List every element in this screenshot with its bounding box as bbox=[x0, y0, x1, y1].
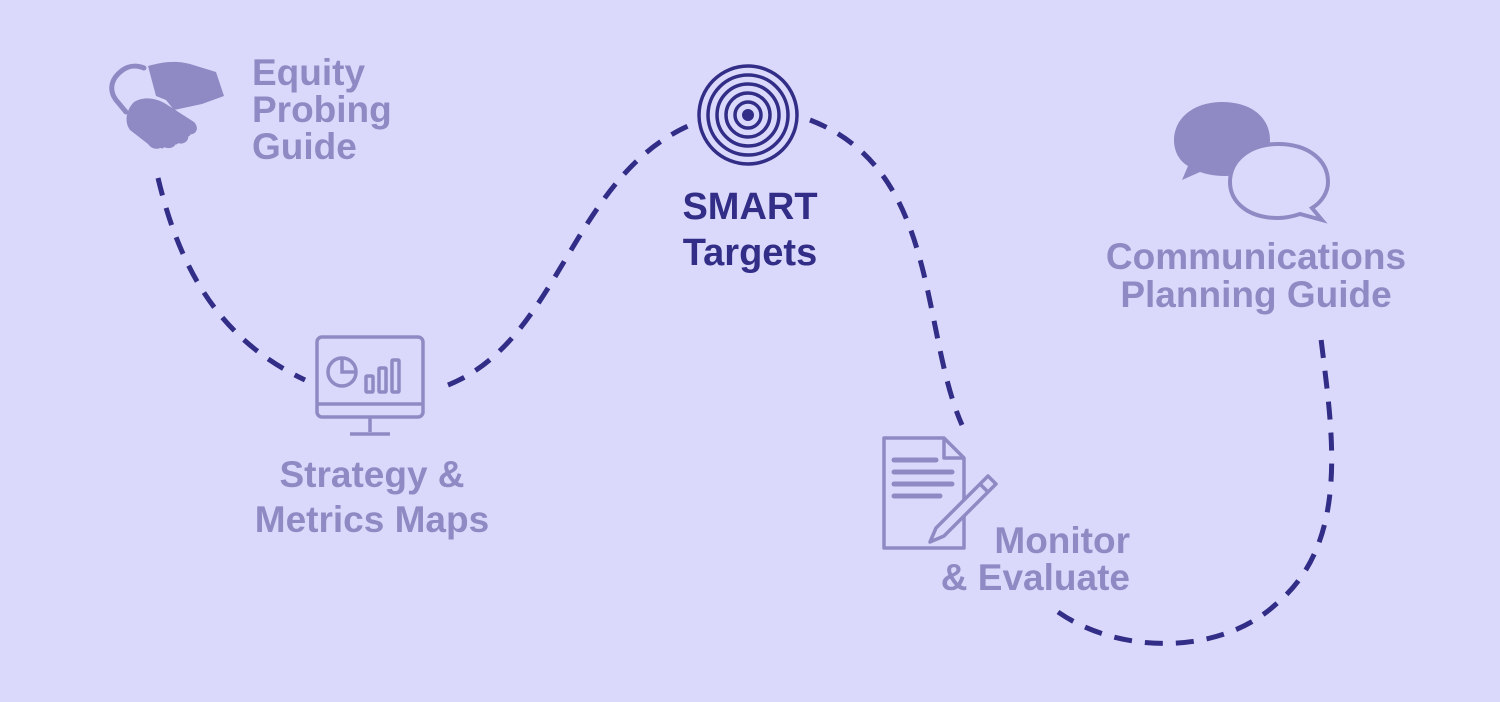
step-label-line: Monitor bbox=[994, 520, 1130, 561]
step-label-line: Planning Guide bbox=[1120, 274, 1392, 315]
step-label-line: Guide bbox=[252, 126, 357, 167]
handshake-icon bbox=[109, 61, 224, 149]
step-label-equity: Equity Probing Guide bbox=[252, 54, 392, 165]
path-segment-strategy-smart bbox=[447, 123, 690, 388]
path-segment-smart-monitor bbox=[809, 117, 965, 427]
speech-bubbles-icon bbox=[1174, 102, 1331, 224]
monitor-chart-icon bbox=[315, 335, 425, 436]
step-label-comms: Communications Planning Guide bbox=[1080, 238, 1432, 314]
step-label-monitor: Monitor & Evaluate bbox=[918, 522, 1130, 596]
step-label-line: Probing bbox=[252, 89, 392, 130]
target-icon bbox=[697, 64, 799, 166]
step-label-smart: SMART Targets bbox=[660, 184, 840, 276]
step-label-line: Metrics Maps bbox=[254, 499, 490, 540]
step-label-line: Targets bbox=[682, 232, 818, 274]
path-segment-equity-strategy bbox=[155, 177, 307, 383]
step-label-line: Equity bbox=[252, 52, 366, 93]
step-label-line: Communications bbox=[1105, 236, 1407, 277]
document-pencil-icon bbox=[882, 436, 998, 550]
step-label-line: & Evaluate bbox=[940, 557, 1130, 598]
path-segment-monitor-comms bbox=[1056, 329, 1335, 646]
step-label-strategy: Strategy & Metrics Maps bbox=[230, 452, 514, 542]
step-label-line: SMART bbox=[682, 186, 818, 228]
step-label-line: Strategy & bbox=[279, 454, 465, 495]
